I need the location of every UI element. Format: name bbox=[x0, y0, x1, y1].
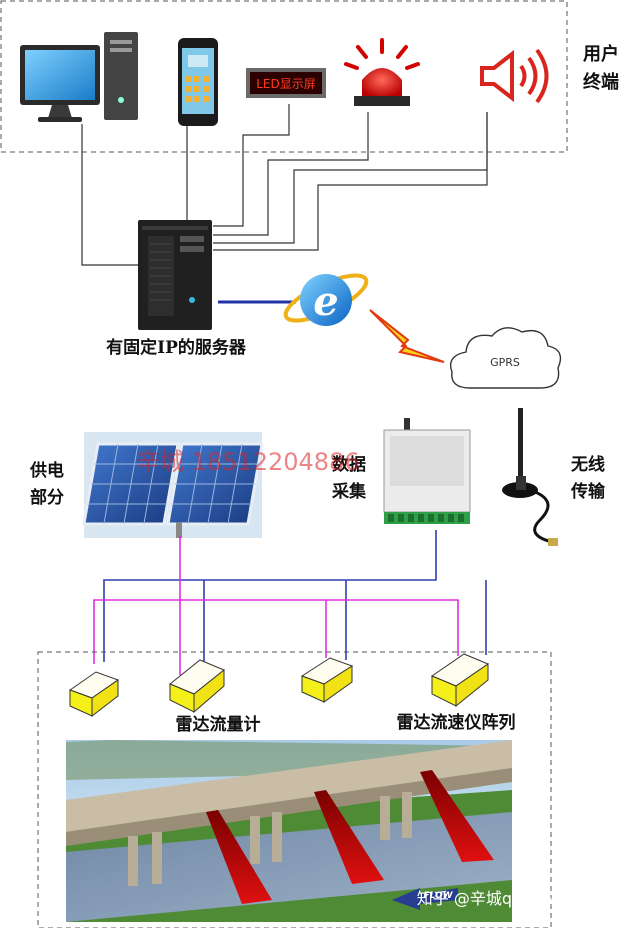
radar-sensor-1 bbox=[68, 671, 120, 718]
radar-sensor-2 bbox=[169, 659, 225, 714]
wireless-label-2: 传输 bbox=[570, 481, 606, 502]
radar-array-label: 雷达流速仪阵列 bbox=[397, 712, 516, 733]
data-collect-label-1: 数据 bbox=[332, 454, 366, 475]
solar-panel-icon bbox=[82, 432, 264, 538]
lightning-icon bbox=[369, 309, 445, 363]
radar-sensor-3 bbox=[300, 657, 354, 703]
power-label-1: 供电 bbox=[29, 460, 64, 481]
sensor-region bbox=[37, 651, 552, 928]
data-collect-label-2: 采集 bbox=[331, 481, 367, 502]
smartphone-icon bbox=[178, 38, 218, 126]
radar-flowmeter-label: 雷达流量计 bbox=[176, 714, 261, 735]
internet-icon: e bbox=[283, 273, 369, 326]
speaker-icon bbox=[480, 48, 549, 104]
user-terminal-label-2: 终端 bbox=[583, 71, 619, 93]
server-icon bbox=[138, 220, 212, 330]
power-label-2: 部分 bbox=[30, 487, 64, 508]
user-terminal-label-1: 用户 bbox=[583, 43, 619, 65]
user-terminal-region bbox=[0, 0, 568, 153]
led-display-text: LED显示屏 bbox=[256, 77, 316, 91]
radar-sensor-4 bbox=[430, 653, 490, 708]
server-label: 有固定IP的服务器 bbox=[106, 337, 247, 358]
watermark-center: 辛城 18512204886 bbox=[136, 448, 360, 476]
flow-arrow-label: FLOW bbox=[423, 891, 453, 901]
gprs-label: GPRS bbox=[490, 356, 520, 369]
data-collector-icon bbox=[383, 418, 471, 524]
flow-arrow-icon: FLOW bbox=[392, 888, 458, 910]
power-wires bbox=[93, 536, 459, 675]
antenna-icon bbox=[502, 408, 558, 546]
desktop-computer-icon bbox=[20, 32, 138, 122]
gprs-cloud-icon bbox=[449, 327, 562, 389]
terminal-wires bbox=[81, 104, 488, 266]
led-display-icon: LED显示屏 bbox=[246, 68, 326, 98]
wireless-label-1: 无线 bbox=[570, 454, 605, 475]
svg-text:e: e bbox=[313, 278, 338, 325]
bridge-scene bbox=[66, 740, 512, 922]
signal-wires bbox=[103, 530, 487, 662]
alarm-light-icon bbox=[340, 34, 424, 112]
footer-watermark: 知乎 @辛城qq2457652552 bbox=[417, 889, 624, 908]
